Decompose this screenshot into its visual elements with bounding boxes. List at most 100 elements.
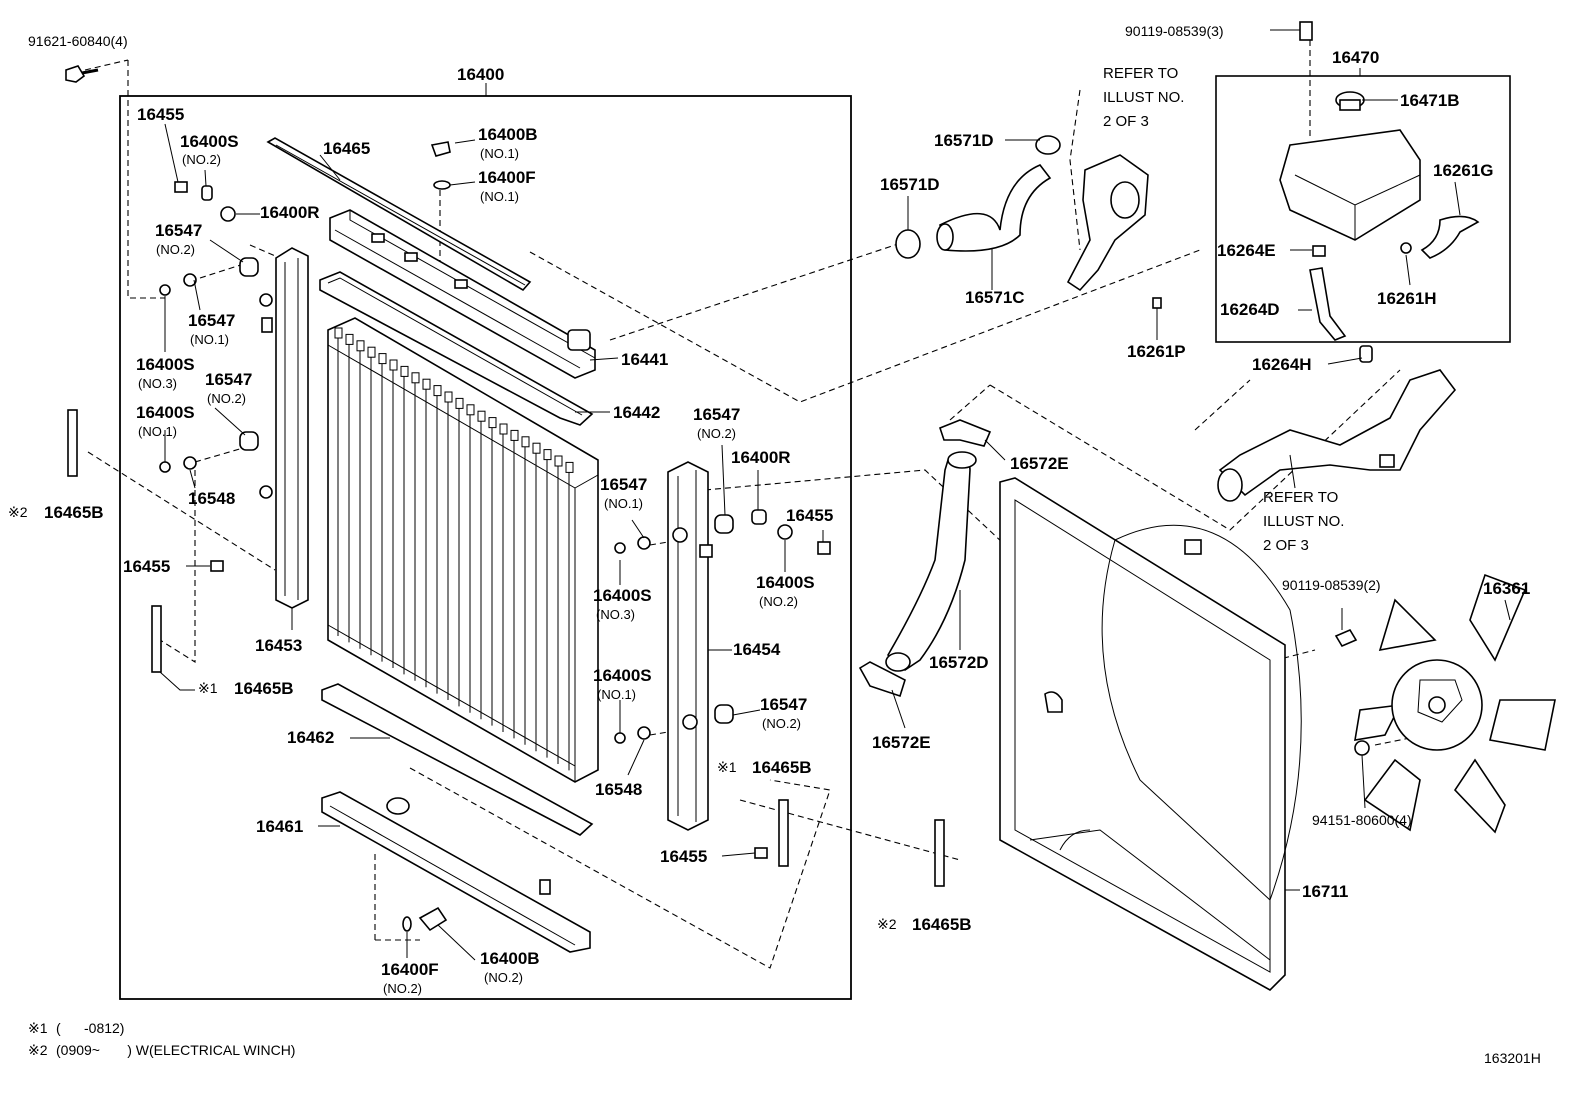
label-sub: (NO.1) [597, 687, 636, 702]
note-mark: ※1 [198, 680, 218, 696]
radiator-fin-cap [499, 423, 508, 435]
label-16400F: 16400F [381, 960, 439, 979]
illustration-code: 163201H [1484, 1050, 1541, 1066]
label-16548: 16548 [188, 489, 235, 508]
label-16547: 16547 [155, 221, 202, 240]
gasket-16442 [319, 271, 594, 426]
radiator-fin-cap [378, 353, 387, 365]
radiator-fin-cap [411, 372, 420, 384]
fan-16361 [1354, 573, 1556, 834]
refer-text: REFER TO [1103, 65, 1178, 82]
label-16455: 16455 [123, 557, 170, 576]
label-sub: (NO.1) [190, 332, 229, 347]
label-16547: 16547 [188, 311, 235, 330]
note-mark: ※2 [8, 504, 28, 520]
refer-text: ILLUST NO. [1263, 513, 1344, 530]
label-sub: (NO.1) [480, 189, 519, 204]
footnote-text-2: (0909~ ) W(ELECTRICAL WINCH) [56, 1042, 295, 1058]
label-16400F: 16400F [478, 168, 536, 187]
label-16711: 16711 [1302, 882, 1348, 901]
label-16261H: 16261H [1377, 289, 1437, 308]
label-16465B: 16465B [234, 679, 294, 698]
label-16453: 16453 [255, 636, 302, 655]
radiator-fin-cap [389, 359, 398, 371]
radiator-fin-cap [422, 378, 431, 390]
label-16400S: 16400S [180, 132, 239, 151]
side-support-16453 [259, 247, 309, 609]
label-sub: (NO.2) [697, 426, 736, 441]
label-16462: 16462 [287, 728, 334, 747]
note-mark: ※1 [717, 759, 737, 775]
label-16400B: 16400B [480, 949, 540, 968]
label-16361: 16361 [1483, 579, 1530, 598]
reservoir-box [1215, 75, 1511, 343]
gasket-16462 [321, 683, 594, 836]
label-sub: (NO.2) [182, 152, 221, 167]
label-16465: 16465 [323, 139, 370, 158]
footnote-text-1: ( -0812) [56, 1020, 124, 1036]
label-16470: 16470 [1332, 48, 1379, 67]
label-16441: 16441 [621, 350, 668, 369]
label-16455: 16455 [137, 105, 184, 124]
label-16572E: 16572E [1010, 454, 1069, 473]
radiator-fin-cap [532, 442, 541, 454]
part-labels: 91621-60840(4) 16400 16455 16400S (NO.2)… [8, 23, 1541, 1066]
label-sub: (NO.1) [138, 424, 177, 439]
leader-lines [159, 29, 1511, 961]
radiator-fin-cap [565, 461, 574, 473]
label-16264E: 16264E [1217, 241, 1276, 260]
label-16547: 16547 [600, 475, 647, 494]
label-90119-08539: 90119-08539(3) [1125, 23, 1224, 39]
label-16461: 16461 [256, 817, 303, 836]
label-16547: 16547 [760, 695, 807, 714]
label-16571D: 16571D [934, 131, 994, 150]
fan-shroud-16711 [999, 477, 1302, 991]
footnote-mark-1: ※1 [28, 1020, 48, 1036]
lower-tank-16461 [321, 791, 591, 953]
radiator-fin-cap [433, 385, 442, 397]
label-sub: (NO.1) [604, 496, 643, 511]
radiator-fin-cap [400, 365, 409, 377]
refer-text: 2 OF 3 [1103, 113, 1149, 130]
radiator-fin-cap [334, 327, 343, 339]
label-sub: (NO.2) [484, 970, 523, 985]
radiator-fin-cap [521, 436, 530, 448]
label-16471B: 16471B [1400, 91, 1460, 110]
label-16400S: 16400S [593, 586, 652, 605]
radiator-fin-cap [488, 417, 497, 429]
label-16455: 16455 [660, 847, 707, 866]
label-16261G: 16261G [1433, 161, 1494, 180]
radiator-fin-cap [345, 333, 354, 345]
upper-hose-16571C [895, 135, 1061, 259]
label-sub: (NO.3) [138, 376, 177, 391]
label-16572E: 16572E [872, 733, 931, 752]
label-16400B: 16400B [478, 125, 538, 144]
radiator-fin-cap [510, 429, 519, 441]
radiator-fin-cap [455, 397, 464, 409]
refer-text: ILLUST NO. [1103, 89, 1184, 106]
label-16264H: 16264H [1252, 355, 1312, 374]
label-sub: (NO.1) [480, 146, 519, 161]
label-16455: 16455 [786, 506, 833, 525]
label-sub: (NO.2) [759, 594, 798, 609]
label-16465B: 16465B [44, 503, 104, 522]
label-91621-60840: 91621-60840(4) [28, 33, 128, 49]
label-16571D: 16571D [880, 175, 940, 194]
label-16548: 16548 [595, 780, 642, 799]
label-16442: 16442 [613, 403, 660, 422]
label-16400S: 16400S [136, 403, 195, 422]
label-sub: (NO.2) [383, 981, 422, 996]
label-16547: 16547 [693, 405, 740, 424]
label-16465B: 16465B [912, 915, 972, 934]
label-16261P: 16261P [1127, 342, 1186, 361]
label-16400R: 16400R [731, 448, 791, 467]
radiator-fin-cap [444, 391, 453, 403]
label-sub: (NO.3) [596, 607, 635, 622]
label-16547: 16547 [205, 370, 252, 389]
footnote-mark-2: ※2 [28, 1042, 48, 1058]
label-16264D: 16264D [1220, 300, 1280, 319]
rod-16465 [266, 137, 532, 292]
radiator-fin-cap [543, 449, 552, 461]
water-outlet [1066, 154, 1149, 292]
radiator-fin-cap [466, 404, 475, 416]
